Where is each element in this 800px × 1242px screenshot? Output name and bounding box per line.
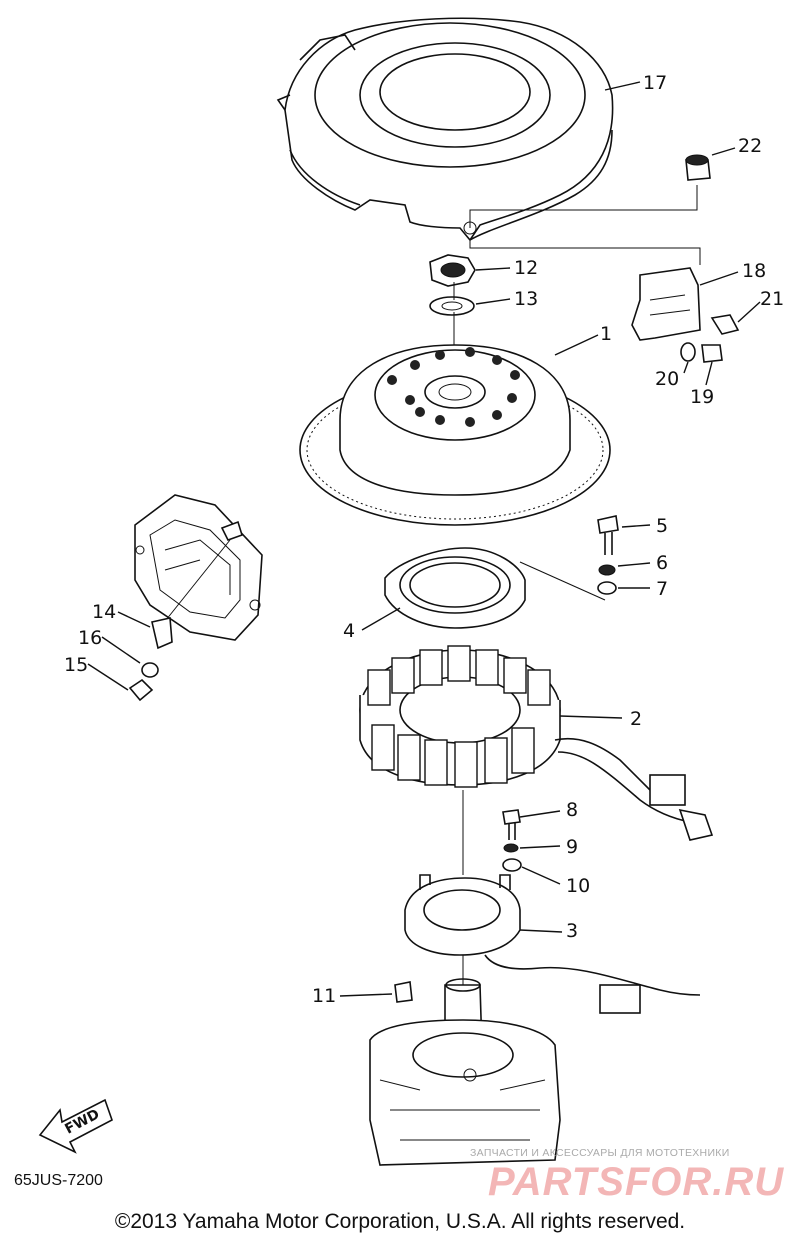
part-number-6: 6 (656, 552, 669, 574)
part-number-4: 4 (343, 620, 356, 642)
stator (359, 645, 714, 841)
mounting-plate (87, 494, 263, 702)
part-number-22: 22 (738, 135, 763, 157)
part-number-11: 11 (312, 985, 337, 1007)
part-number-18: 18 (742, 260, 767, 282)
diagram-code: 65JUS-7200 (14, 1172, 103, 1189)
fwd-arrow (38, 1098, 113, 1154)
part-number-21: 21 (760, 288, 785, 310)
watermark-tagline: ЗАПЧАСТИ И АКСЕССУАРЫ ДЛЯ МОТОТЕХНИКИ (470, 1147, 730, 1159)
flywheel (299, 334, 611, 526)
copyright-notice: ©2013 Yamaha Motor Corporation, U.S.A. A… (114, 1210, 686, 1233)
part-number-17: 17 (643, 72, 668, 94)
bracket-assembly (631, 267, 761, 386)
flywheel-washer (429, 296, 511, 316)
part-number-14: 14 (92, 601, 117, 623)
part-number-16: 16 (78, 627, 103, 649)
grommet (469, 147, 736, 228)
flywheel-cover (276, 17, 641, 242)
part-number-8: 8 (566, 799, 579, 821)
part-number-19: 19 (690, 386, 715, 408)
part-number-13: 13 (514, 288, 539, 310)
flywheel-nut (429, 254, 511, 287)
engine-block (369, 978, 561, 1166)
pulser-coil (404, 874, 701, 1014)
part-number-7: 7 (656, 578, 669, 600)
part-number-3: 3 (566, 920, 579, 942)
part-number-20: 20 (655, 368, 680, 390)
part-number-15: 15 (64, 654, 89, 676)
part-number-10: 10 (566, 875, 591, 897)
part-number-12: 12 (514, 257, 539, 279)
screw-set-lower (502, 809, 561, 885)
watermark-logo: PARTSFOR.RU (488, 1160, 785, 1204)
part-number-5: 5 (656, 515, 669, 537)
part-number-2: 2 (630, 708, 643, 730)
stator-plate (361, 547, 526, 631)
part-number-9: 9 (566, 836, 579, 858)
part-number-1: 1 (600, 323, 613, 345)
screw-set-upper (519, 515, 651, 601)
woodruff-key (339, 981, 413, 1003)
